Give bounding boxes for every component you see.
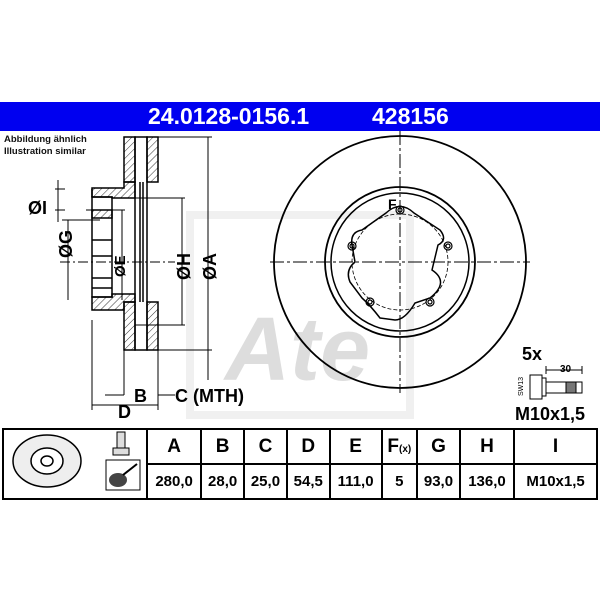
dim-label-b: B xyxy=(134,386,147,406)
note-german: Abbildung ähnlich xyxy=(4,134,87,145)
illustration-note: Abbildung ähnlich Illustration similar xyxy=(4,134,87,158)
cross-section xyxy=(91,136,159,351)
header-f-suffix: (x) xyxy=(399,443,412,455)
bolt-thread: M10x1,5 xyxy=(515,404,586,424)
header-a: A xyxy=(145,428,203,465)
part-number: 24.0128-0156.1 xyxy=(148,103,310,129)
dim-label-c: C (MTH) xyxy=(175,386,244,406)
bolt-torque-icons-cell xyxy=(100,428,148,500)
ate-watermark xyxy=(186,211,414,419)
dim-label-a: ØA xyxy=(200,253,220,280)
value-e: 111,0 xyxy=(328,463,383,500)
note-english: Illustration similar xyxy=(4,146,86,157)
bolt-quantity: 5x xyxy=(522,344,543,364)
bolt-wrench-icon xyxy=(105,431,141,491)
spec-table: A B C D E F(x) G H I 280,0 28,0 25,0 54,… xyxy=(2,428,598,500)
bolt-drawing xyxy=(529,366,583,400)
dim-label-i: ØI xyxy=(28,198,48,218)
dim-label-e: ØE xyxy=(112,255,129,277)
dim-label-h: ØH xyxy=(174,253,194,280)
dimension-lines xyxy=(55,136,212,410)
value-a: 280,0 xyxy=(145,463,203,500)
header-banner: 24.0128-0156.1 428156 xyxy=(0,102,600,131)
header-h: H xyxy=(458,428,516,465)
rotor-thumbnail-cell xyxy=(2,428,100,500)
header-c: C xyxy=(243,428,288,465)
bolt-length: 30 xyxy=(560,364,572,375)
rotor-front-view xyxy=(270,131,530,393)
dim-label-d: D xyxy=(118,402,131,422)
spec-value-row: 280,0 28,0 25,0 54,5 111,0 5 93,0 136,0 … xyxy=(3,463,598,500)
spec-header-row: A B C D E F(x) G H I xyxy=(2,428,598,500)
value-g: 93,0 xyxy=(416,463,461,500)
dim-label-g: ØG xyxy=(56,229,76,258)
header-b: B xyxy=(200,428,246,465)
header-e: E xyxy=(328,428,383,465)
value-h: 136,0 xyxy=(458,463,516,500)
technical-drawing: Ate xyxy=(55,131,583,419)
value-b: 28,0 xyxy=(200,463,246,500)
header-g: G xyxy=(416,428,461,465)
hole-label-f: F xyxy=(388,196,397,212)
header-d: D xyxy=(285,428,331,465)
value-f: 5 xyxy=(380,463,419,500)
bolt-wrench-size: SW13 xyxy=(518,376,525,396)
header-f: F(x) xyxy=(380,428,419,465)
rotor-thumbnail-icon xyxy=(12,434,82,488)
article-number: 428156 xyxy=(372,103,449,129)
bolt-holes xyxy=(347,205,453,307)
value-d: 54,5 xyxy=(285,463,331,500)
value-c: 25,0 xyxy=(243,463,288,500)
value-i: M10x1,5 xyxy=(513,463,598,500)
header-f-letter: F xyxy=(387,435,400,457)
header-i: I xyxy=(513,428,598,465)
ate-logo-text: Ate xyxy=(223,300,370,400)
